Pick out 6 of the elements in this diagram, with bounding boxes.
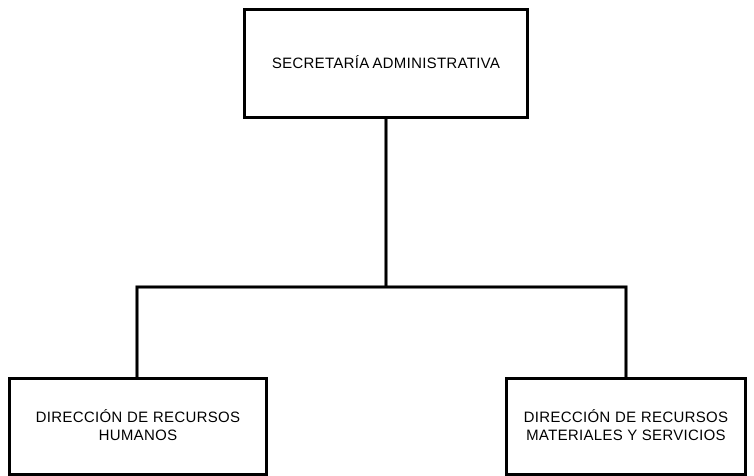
org-box [8, 377, 268, 476]
org-box [505, 377, 747, 476]
unit-name: DIRECCIÓN DE RECURSOS HUMANOS [34, 408, 242, 444]
org-box [243, 8, 529, 119]
unit-name: DIRECCIÓN DE RECURSOS MATERIALES Y SERVICIOS [522, 408, 730, 444]
unit-name: SECRETARÍA ADMINISTRATIVA [272, 54, 500, 72]
